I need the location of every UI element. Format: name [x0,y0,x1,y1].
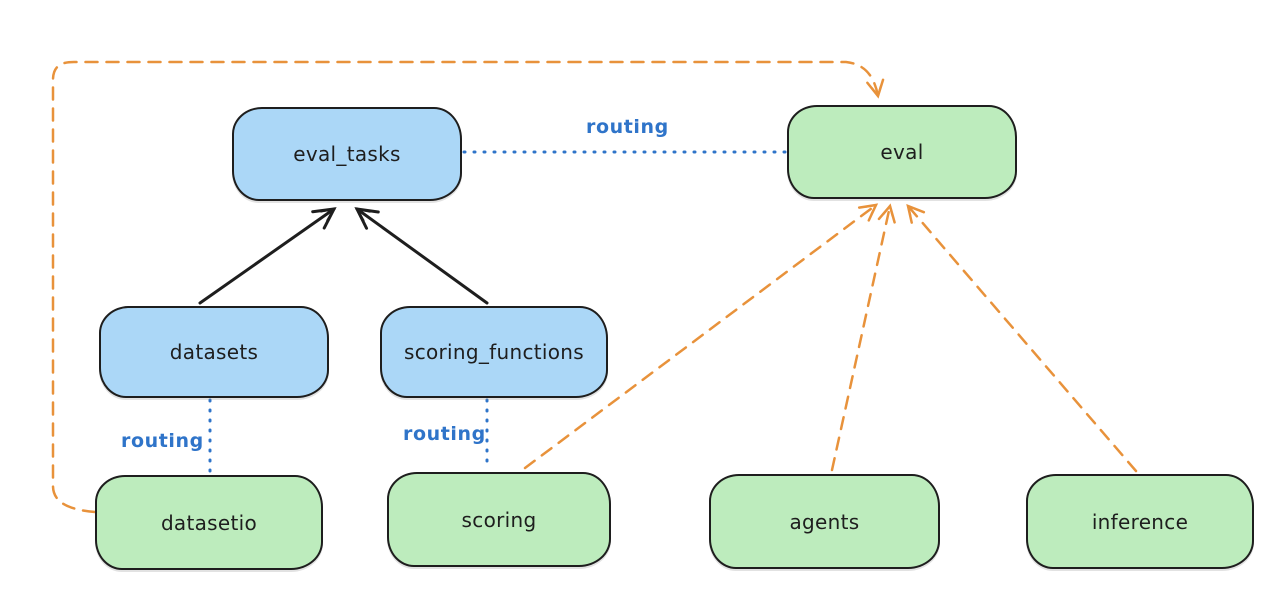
node-agents-label: agents [789,509,860,534]
edge-label-routing-eval-tasks-eval: routing [586,116,669,138]
node-eval: eval [787,105,1017,199]
edge-agents-to-eval [830,203,896,472]
node-datasets: datasets [99,306,329,398]
node-inference-label: inference [1091,509,1189,534]
edge-datasets-to-eval-tasks [198,207,337,305]
node-eval-tasks-label: eval_tasks [293,142,401,166]
node-scoring-functions: scoring_functions [380,306,608,398]
node-scoring-functions-label: scoring_functions [403,340,585,364]
node-datasets-label: datasets [169,340,259,364]
edge-label-routing-datasets-datasetio: routing [121,430,204,452]
node-inference: inference [1026,474,1254,569]
edge-inference-to-eval [906,203,1138,473]
node-agents: agents [709,474,940,569]
node-datasetio: datasetio [95,475,323,570]
node-eval-label: eval [880,140,924,164]
edge-label-routing-scoring-functions-scoring: routing [403,423,486,445]
node-eval-tasks: eval_tasks [232,107,462,201]
node-scoring: scoring [387,472,611,567]
node-scoring-label: scoring [461,507,537,532]
node-datasetio-label: datasetio [160,510,258,535]
edge-scoring-functions-to-eval-tasks [354,207,489,305]
